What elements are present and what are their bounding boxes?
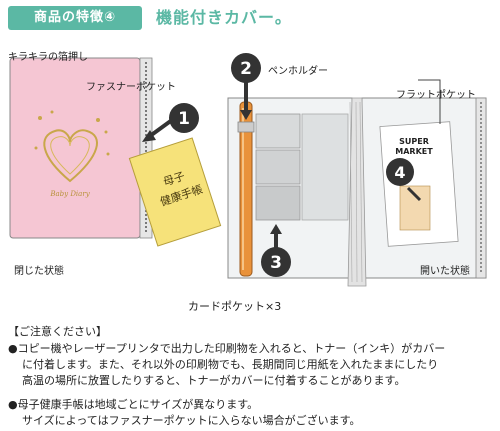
- arrow-icon: [406, 186, 422, 202]
- sparkle-icon: [104, 130, 108, 134]
- receipt-label: MARKET: [395, 147, 433, 156]
- closed-cover-illustration: Baby Diary 母子 健康手帳: [9, 57, 222, 247]
- maternal-handbook: [128, 137, 222, 247]
- caution-item-1-line-3: 高温の場所に放置したりすると、トナーがカバーに付着することがあります。: [22, 374, 406, 387]
- marker-1: 1: [169, 103, 199, 133]
- arrow-head-icon: [240, 110, 252, 120]
- page-lines: [355, 101, 358, 283]
- arrow-head-icon: [142, 130, 156, 142]
- svg-text:4: 4: [394, 163, 405, 182]
- svg-text:1: 1: [178, 109, 190, 129]
- cover-text: Baby Diary: [49, 190, 90, 198]
- card-pocket: [255, 185, 301, 221]
- svg-text:3: 3: [270, 253, 282, 273]
- marker-3: 3: [261, 247, 291, 277]
- receipt-label: SUPER: [399, 137, 429, 146]
- fastener-pocket-label: ファスナーポケット: [86, 82, 176, 93]
- arrow-icon: [148, 118, 174, 138]
- caution-item-1-line-1: ●コピー機やレーザープリンタで出力した印刷物を入れると、トナー（インキ）がカバー: [8, 342, 446, 355]
- sparkle-icon: [106, 152, 110, 156]
- pen-holder-loop: [237, 121, 255, 133]
- product-illustration: Baby Diary 母子 健康手帳: [9, 53, 487, 287]
- pen-holder-label: ペンホルダー: [268, 66, 328, 77]
- heart-foil-inner-icon: [50, 136, 90, 175]
- marker-2: 2: [231, 53, 261, 83]
- page-lines: [359, 101, 363, 283]
- arrow-head-icon: [270, 224, 282, 234]
- caution-item-2-line-1: ●母子健康手帳は地域ごとにサイズが異なります。: [8, 398, 259, 411]
- handbook-label: 母子: [162, 170, 187, 189]
- caution-item-1-line-2: に付着します。また、それ以外の印刷物でも、長期間同じ用紙を入れたままにしたり: [22, 358, 439, 371]
- page-lines: [349, 101, 353, 283]
- callout-line: [418, 79, 441, 124]
- sparkle-icon: [96, 118, 100, 122]
- sparkle-icon: [38, 116, 42, 120]
- heart-foil-icon: [43, 129, 98, 183]
- card-pocket: [255, 149, 301, 185]
- feature-title: 機能付きカバー。: [156, 8, 292, 27]
- clear-pocket: [301, 113, 349, 221]
- caution-heading: 【ご注意ください】: [8, 325, 107, 338]
- card-pocket-label: カードポケット×3: [188, 300, 282, 313]
- receipt: [379, 121, 459, 247]
- foil-label: キラキラの箔押し: [8, 52, 88, 63]
- flat-pocket-label: フラットポケット: [396, 90, 476, 101]
- card-pocket: [255, 113, 301, 149]
- caution-notes: 【ご注意ください】 ●コピー機やレーザープリンタで出力した印刷物を入れると、トナ…: [8, 324, 494, 429]
- ticket: [399, 185, 431, 231]
- sparkle-icon: [34, 146, 38, 150]
- feature-badge: 商品の特徴④: [8, 6, 142, 30]
- caution-item-2-line-2: サイズによってはファスナーポケットに入らない場合がございます。: [22, 414, 361, 427]
- marker-4: 4: [386, 158, 414, 186]
- open-state-label: 開いた状態: [420, 266, 470, 277]
- sparkle-icon: [50, 110, 54, 114]
- open-cover-illustration: SUPER MARKET: [227, 76, 487, 287]
- closed-state-label: 閉じた状態: [14, 266, 64, 277]
- svg-text:2: 2: [240, 59, 252, 79]
